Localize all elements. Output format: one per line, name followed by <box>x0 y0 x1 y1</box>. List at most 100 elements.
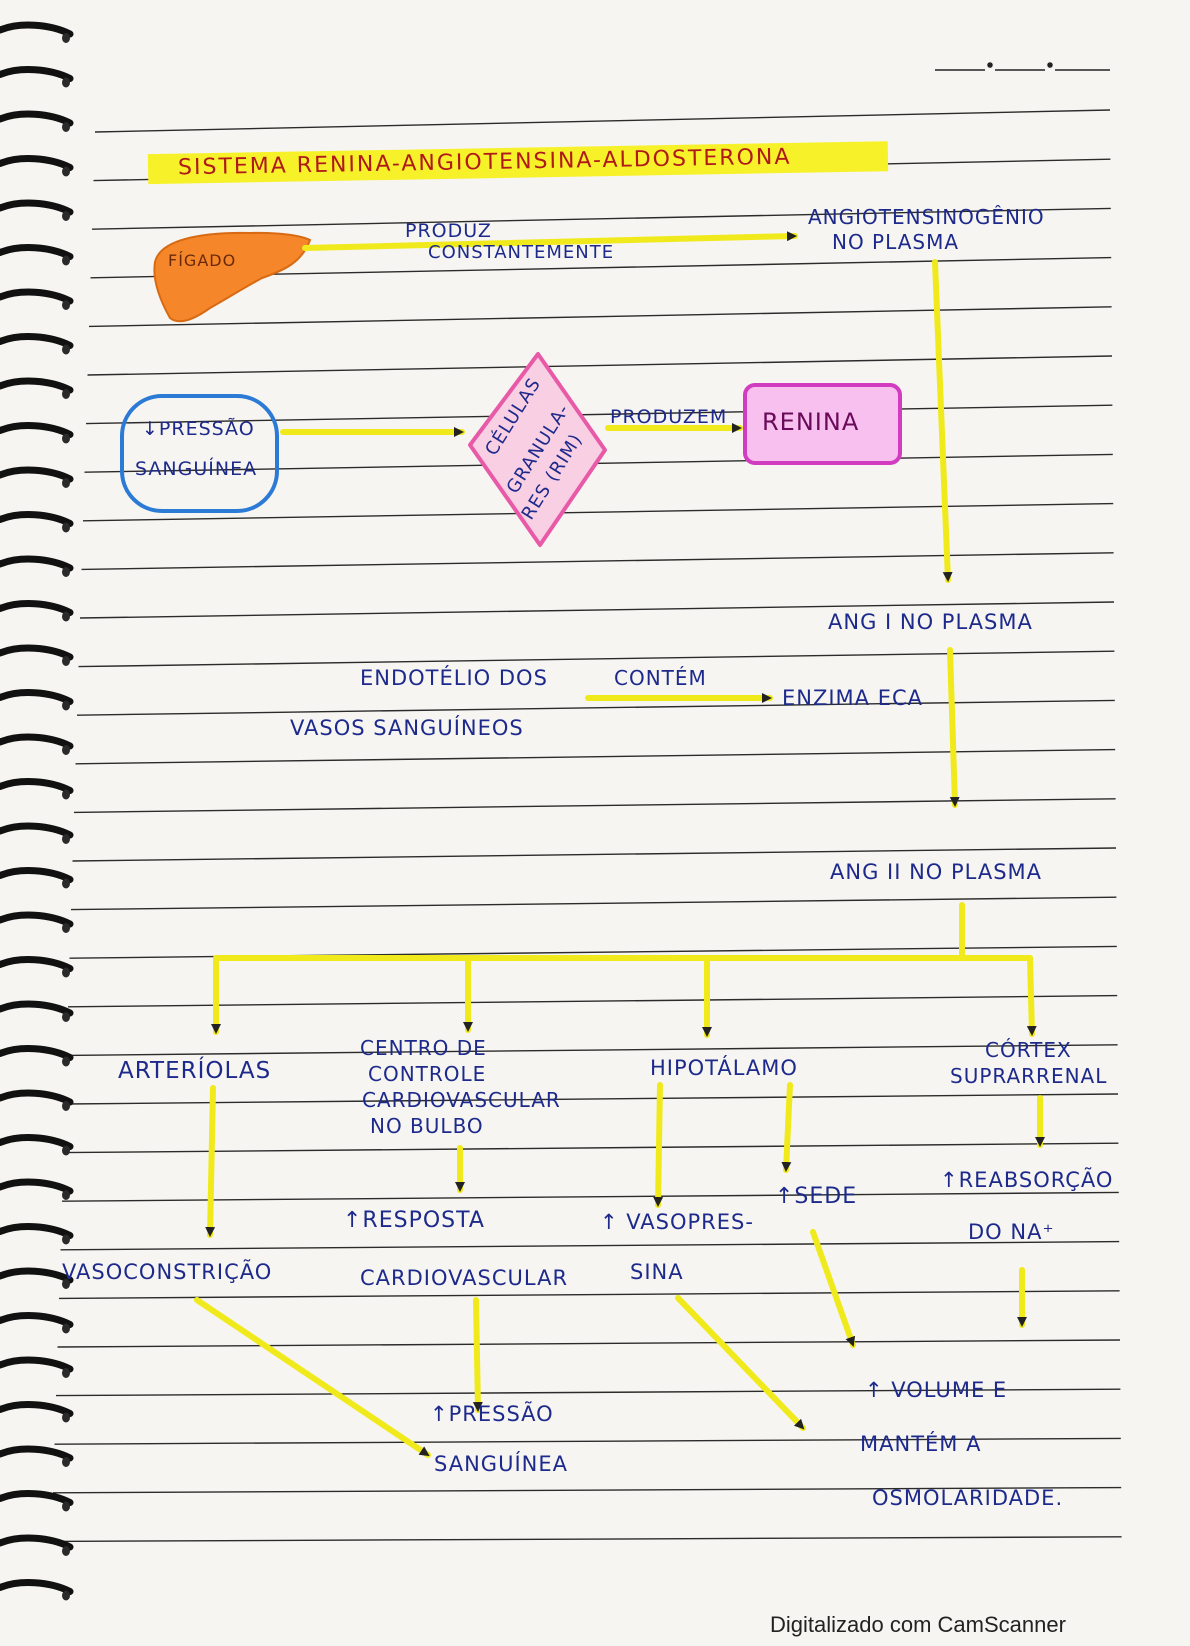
spiral-ring <box>0 1045 74 1067</box>
ruled-line <box>91 207 1111 230</box>
spiral-ring <box>0 422 74 444</box>
arrow-arterioles-down <box>205 1085 216 1238</box>
arrow-vasoconstriction-diag <box>194 1297 431 1458</box>
spiral-ring <box>0 1579 74 1601</box>
arrow-response-down <box>472 1297 483 1413</box>
control-center-label-2: CONTROLE <box>368 1062 487 1086</box>
angiotensinogen-label-1: ANGIOTENSINOGÊNIO <box>808 205 1045 229</box>
produces-label-2: CONSTANTEMENTE <box>428 242 615 263</box>
ruled-line <box>67 994 1118 1008</box>
ruled-line <box>70 896 1117 911</box>
ruled-line <box>73 798 1116 814</box>
ang2-branch-bar <box>213 902 1033 961</box>
ruled-line <box>75 748 1116 765</box>
ruled-line <box>60 1240 1120 1251</box>
produces-label-1: PRODUZ <box>405 220 492 242</box>
pressure-box <box>120 394 279 513</box>
vasopressin-label-1: ↑ VASOPRES- <box>600 1210 754 1234</box>
spiral-ring <box>0 155 74 177</box>
arrow-liver-to-angiotensinogen <box>302 231 798 251</box>
response-label-1: ↑RESPOSTA <box>343 1208 485 1233</box>
spiral-ring <box>0 1000 74 1022</box>
spiral-ring <box>0 956 74 978</box>
arterioles-label: ARTERÍOLAS <box>118 1058 272 1084</box>
scanner-watermark: Digitalizado com CamScanner <box>770 1612 1066 1637</box>
ang1-label: ANG I NO PLASMA <box>828 610 1033 634</box>
spiral-ring <box>0 1445 74 1467</box>
arrow-hypothal-right-down <box>781 1082 793 1173</box>
arrow-branch-cortex <box>1026 955 1037 1037</box>
spiral-ring <box>0 1534 74 1556</box>
vasopressin-label-2: SINA <box>630 1260 684 1284</box>
spiral-ring <box>0 733 74 755</box>
ruled-line <box>57 1339 1121 1348</box>
ruled-line <box>61 1191 1119 1202</box>
spiral-ring <box>0 1178 74 1200</box>
contains-label: CONTÉM <box>614 666 707 690</box>
hypothalamus-label: HIPOTÁLAMO <box>650 1056 798 1080</box>
ruled-line <box>51 1536 1122 1543</box>
spiral-ring <box>0 600 74 622</box>
ruled-line <box>58 1290 1120 1300</box>
ruled-line <box>72 847 1117 862</box>
spiral-ring <box>0 1134 74 1156</box>
spiral-ring <box>0 644 74 666</box>
spiral-ring <box>0 1223 74 1245</box>
spiral-ring <box>0 867 74 889</box>
ruled-line <box>52 1486 1122 1494</box>
arrow-hypothal-left-down <box>653 1082 664 1208</box>
liver-label: FÍGADO <box>168 251 237 270</box>
arrow-ang1-to-ang2 <box>947 647 960 808</box>
spiral-ring <box>0 288 74 310</box>
spiral-ring <box>0 244 74 266</box>
ruled-line <box>82 502 1114 522</box>
ruled-line <box>64 1093 1119 1105</box>
spiral-ring <box>0 333 74 355</box>
spiral-ring <box>0 689 74 711</box>
reabsorption-label-2: DO NA⁺ <box>968 1220 1055 1244</box>
ruled-line <box>76 699 1115 716</box>
response-label-2: CARDIOVASCULAR <box>360 1266 569 1290</box>
ruled-line <box>55 1388 1121 1397</box>
spiral-ring <box>0 555 74 577</box>
cortex-label-1: CÓRTEX <box>985 1038 1072 1062</box>
spiral-ring <box>0 1490 74 1512</box>
ruled-line <box>94 109 1111 133</box>
arrow-angiotensinogen-to-ang1 <box>932 259 953 583</box>
control-center-label-1: CENTRO DE <box>360 1036 487 1060</box>
ruled-line <box>79 601 1115 619</box>
pressure-box-label-2: SANGUÍNEA <box>135 458 258 480</box>
vasoconstriction-label: VASOCONSTRIÇÃO <box>62 1260 273 1284</box>
spiral-ring <box>0 1356 74 1378</box>
ruled-line <box>63 1142 1119 1154</box>
spiral-ring <box>0 1312 74 1334</box>
granular-cells-diamond <box>468 352 607 547</box>
spiral-ring <box>0 377 74 399</box>
cortex-label-2: SUPRARRENAL <box>950 1064 1108 1088</box>
control-center-label-3: CARDIOVASCULAR <box>362 1088 561 1112</box>
flow-arrows <box>194 231 1045 1458</box>
spiral-ring <box>0 199 74 221</box>
spiral-ring <box>0 1267 74 1289</box>
endothelium-label-2: VASOS SANGUÍNEOS <box>290 716 524 740</box>
enzyme-label: ENZIMA ECA <box>782 686 924 710</box>
liver-icon <box>153 231 312 323</box>
spiral-ring <box>0 21 74 43</box>
ang2-label: ANG II NO PLASMA <box>830 860 1043 884</box>
volume-label-2: MANTÉM A <box>860 1432 982 1456</box>
arrow-thirst-diag <box>810 1229 856 1348</box>
endothelium-label-1: ENDOTÉLIO DOS <box>360 666 548 690</box>
spiral-binding <box>0 21 74 1601</box>
produce-label: PRODUZEM <box>610 406 728 428</box>
angiotensinogen-label-2: NO PLASMA <box>832 230 960 254</box>
spiral-ring <box>0 911 74 933</box>
spiral-ring <box>0 778 74 800</box>
spiral-ring <box>0 822 74 844</box>
pressure-box-label-1: ↓PRESSÃO <box>142 418 255 440</box>
volume-label-3: OSMOLARIDADE. <box>872 1486 1064 1510</box>
spiral-ring <box>0 1401 74 1423</box>
ruled-lines <box>51 109 1122 1543</box>
ruled-line <box>66 1044 1118 1057</box>
ruled-line <box>81 552 1114 571</box>
